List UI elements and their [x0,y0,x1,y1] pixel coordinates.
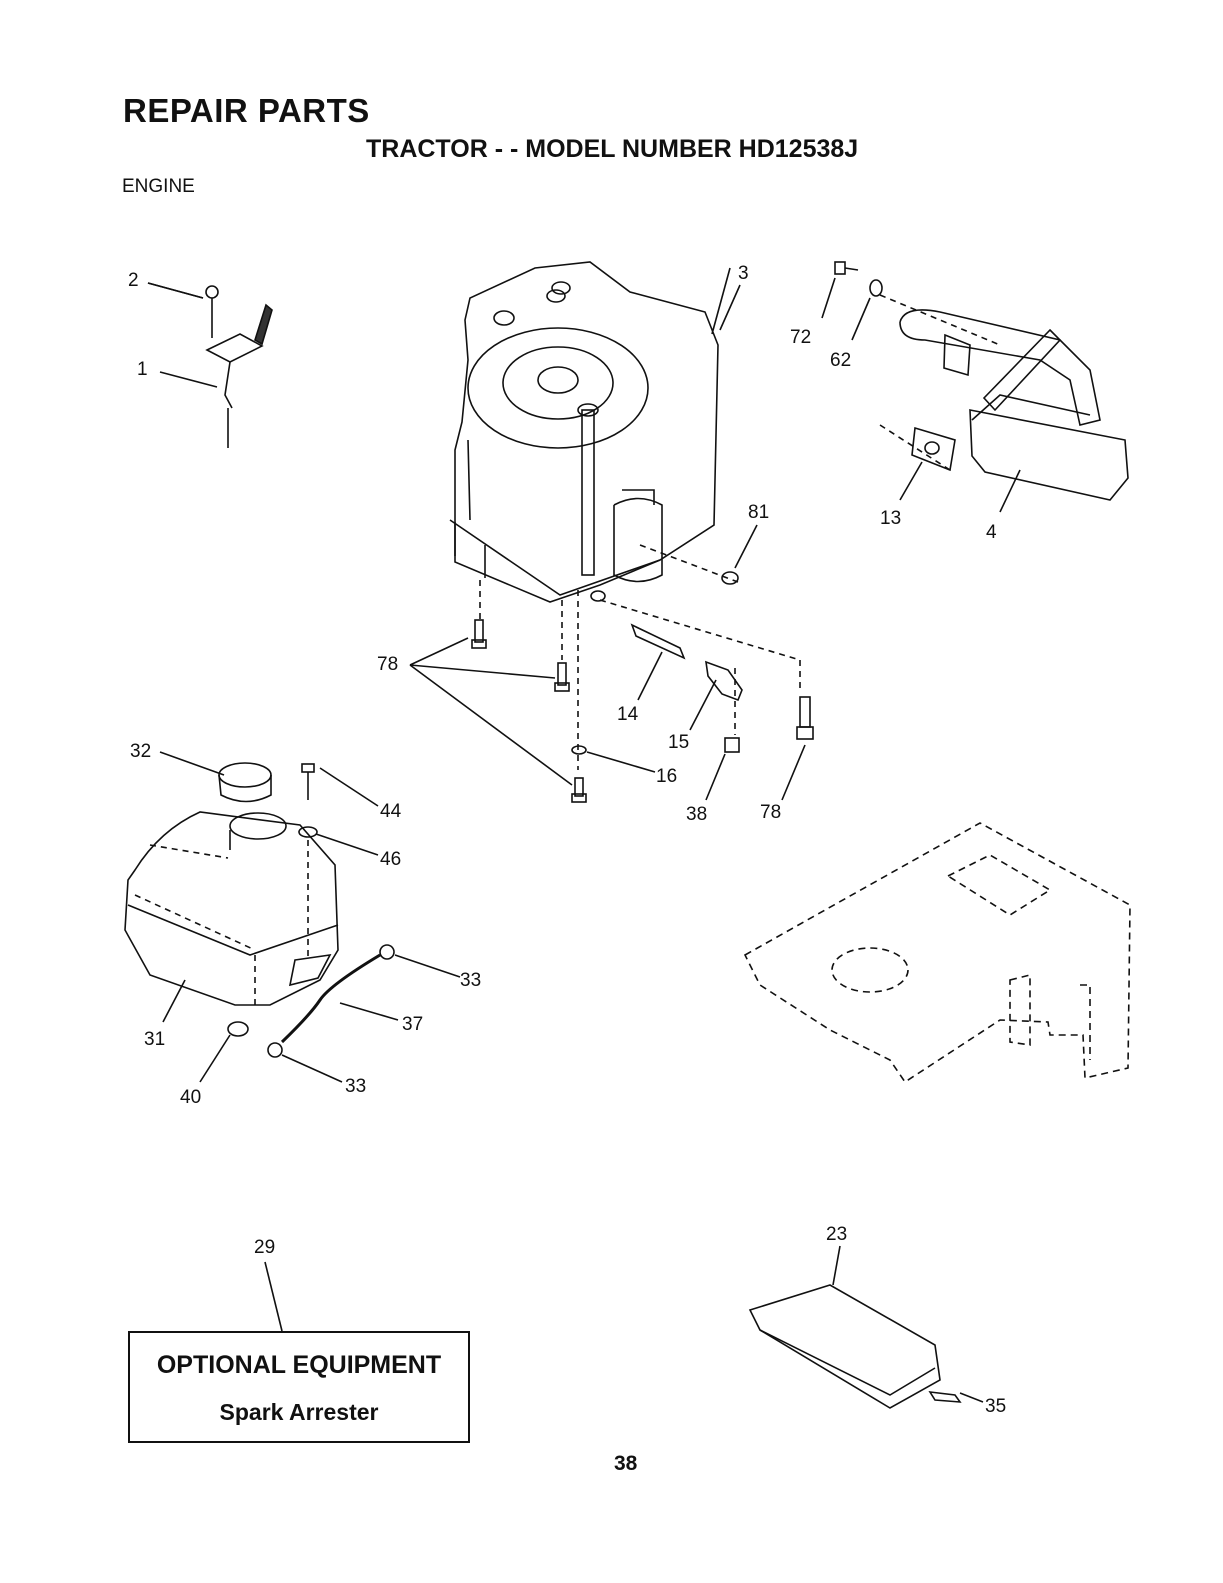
label-part-33-b: 33 [345,1076,366,1097]
frame-outline [745,823,1130,1082]
muffler-drawing [835,262,1128,500]
label-part-31: 31 [144,1029,165,1050]
label-part-37: 37 [402,1014,423,1035]
label-part-78-a: 78 [377,654,398,675]
label-part-29: 29 [254,1237,275,1258]
heat-shield-drawing [750,1285,960,1408]
optional-equipment-title: OPTIONAL EQUIPMENT [130,1351,468,1380]
label-part-44: 44 [380,801,402,822]
page-number: 38 [614,1452,637,1476]
fuel-tank-drawing [125,763,394,1057]
label-part-14: 14 [617,704,639,725]
label-part-62: 62 [830,350,851,371]
label-part-23: 23 [826,1224,847,1245]
engine-drawing [450,262,730,602]
label-part-15: 15 [668,732,689,753]
label-part-40: 40 [180,1087,201,1108]
label-part-81: 81 [748,502,769,523]
label-part-33-a: 33 [460,970,481,991]
optional-equipment-box: OPTIONAL EQUIPMENT Spark Arrester [128,1331,470,1443]
label-part-16: 16 [656,766,677,787]
label-part-46: 46 [380,849,401,870]
label-part-13: 13 [880,508,901,529]
label-part-72: 72 [790,327,811,348]
label-part-38: 38 [686,804,707,825]
label-part-78-b: 78 [760,802,781,823]
optional-equipment-item: Spark Arrester [130,1399,468,1426]
leader-lines [148,278,1020,1402]
label-part-2: 2 [128,270,139,291]
label-part-4: 4 [986,522,997,543]
label-part-3: 3 [738,263,749,284]
label-part-1: 1 [137,359,148,380]
label-part-32: 32 [130,741,151,762]
label-part-35: 35 [985,1396,1006,1417]
throttle-control-drawing [148,283,272,448]
